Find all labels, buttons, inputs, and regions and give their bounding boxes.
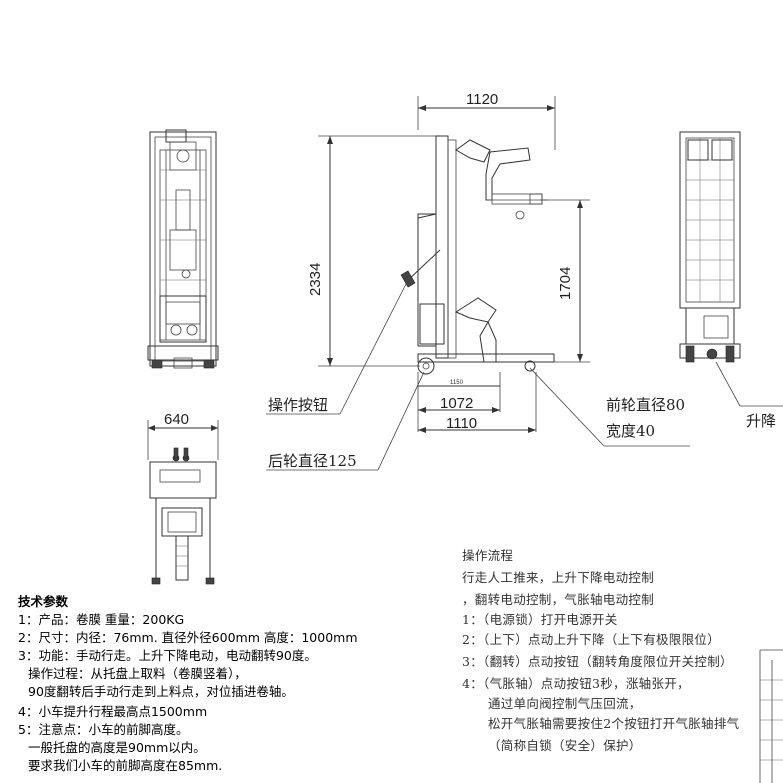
dim-base-1: 1072 <box>440 395 473 412</box>
process-title: 操作流程 <box>462 548 513 563</box>
process-line: 松开气胀轴需要按住2个按钮打开气胀轴排气 <box>488 716 740 731</box>
dim-base-2: 1110 <box>446 415 477 432</box>
process-line: 4：（气胀轴）点动按钮3秒，涨轴张开， <box>462 676 690 691</box>
spec-line: 3：功能：手动行走。上升下降电动，电动翻转90度。 <box>18 648 317 663</box>
specs-block: 技术参数 1：产品：卷膜 重量：200KG 2：尺寸：内径：76mm. 直径外径… <box>18 594 358 773</box>
process-line: （简称自锁（安全）保护） <box>488 738 642 753</box>
dim-width-side: 640 <box>164 411 189 428</box>
spec-line: 操作过程：从托盘上取料（卷膜竖着）， <box>28 666 247 681</box>
spec-line: 一般托盘的高度是90mm以内。 <box>28 740 206 755</box>
callout-front-wheel-2: 宽度40 <box>606 422 655 440</box>
dim-width-top: 1120 <box>466 91 498 108</box>
dim-height-total: 2334 <box>307 263 324 296</box>
spec-line: 90度翻转后手动行走到上料点，对位插进卷轴。 <box>28 684 294 699</box>
process-line: 1：（电源锁）打开电源开关 <box>462 612 618 627</box>
process-block: 操作流程 行走人工推来，上升下降电动控制 ，翻转电动控制，气胀轴电动控制 1：（… <box>462 548 740 753</box>
process-line: 行走人工推来，上升下降电动控制 <box>462 570 654 585</box>
callout-lift-cut: 升降 <box>746 412 776 430</box>
dim-lift-height: 1704 <box>557 267 574 300</box>
rear-view <box>679 131 783 407</box>
callout-operate-button: 操作按钮 <box>268 396 328 414</box>
callout-front-wheel-1: 前轮直径80 <box>606 396 685 414</box>
spec-line: 1：产品：卷膜 重量：200KG <box>18 612 184 627</box>
process-line: 2：（上下）点动上升下降（上下有极限限位） <box>462 632 720 647</box>
front-view <box>147 129 219 369</box>
callout-rear-wheel: 后轮直径125 <box>268 452 357 470</box>
process-line: ，翻转电动控制，气胀轴电动控制 <box>462 592 654 607</box>
title-block <box>759 649 783 783</box>
process-line: 3：（翻转）点动按钮（翻转角度限位开关控制） <box>462 654 733 669</box>
specs-title: 技术参数 <box>18 594 69 609</box>
spec-line: 4：小车提升行程最高点1500mm <box>18 704 207 719</box>
spec-line: 2：尺寸：内径：76mm. 直径外径600mm 高度：1000mm <box>18 630 358 645</box>
dim-base-small: 1150 <box>450 380 464 386</box>
process-line: 通过单向阀控制气压回流， <box>488 696 642 711</box>
spec-line: 要求我们小车的前脚高度在85mm. <box>28 758 222 773</box>
side-view: 1120 2334 1704 <box>266 91 690 471</box>
top-view: 640 <box>147 411 219 585</box>
spec-line: 5：注意点：小车的前脚高度。 <box>18 722 188 737</box>
